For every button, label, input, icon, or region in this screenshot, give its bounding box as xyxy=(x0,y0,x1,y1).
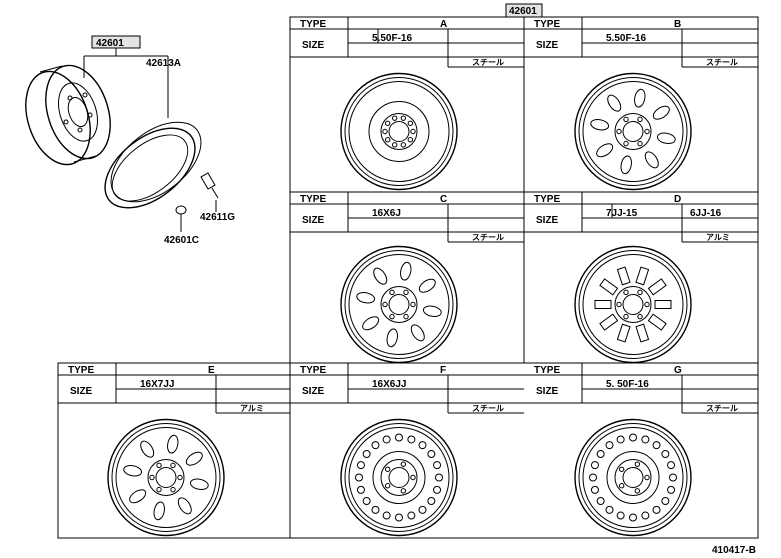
size-value: 16X7JJ xyxy=(140,379,174,390)
part-number-wheel: 42601 xyxy=(96,38,124,49)
type-header-label: TYPE xyxy=(534,365,560,376)
type-letter: G xyxy=(674,365,682,376)
type-cell-d: TYPE SIZE D 7JJ-15 6JJ-16 アルミ xyxy=(524,192,758,364)
title-part-number: 42601 xyxy=(509,6,537,17)
size-value: 7JJ-15 xyxy=(606,208,638,219)
part-number-cap: 42601C xyxy=(164,235,199,246)
type-header-label: TYPE xyxy=(300,19,326,30)
wheel-drawing-b xyxy=(574,72,692,191)
size-value: 5.50F-16 xyxy=(606,33,646,44)
wheel-drawing-e xyxy=(107,418,225,537)
type-cell-c: TYPE SIZE C 16X6J スチール xyxy=(290,192,524,364)
size-header-label: SIZE xyxy=(302,40,325,51)
material-label: スチール xyxy=(706,404,738,413)
type-header-label: TYPE xyxy=(68,365,94,376)
wheel-drawing-a xyxy=(340,72,458,191)
size-header-label: SIZE xyxy=(70,386,93,397)
diagram-id: 410417-B xyxy=(712,545,756,556)
exploded-view: 42601 42613A 42611G xyxy=(25,35,235,246)
valve-stem-illustration xyxy=(200,172,219,212)
valve-cap-illustration xyxy=(175,205,187,232)
material-label: アルミ xyxy=(240,404,264,413)
wheel-drawing-c xyxy=(340,245,458,364)
type-header-label: TYPE xyxy=(534,194,560,205)
size-header-label: SIZE xyxy=(536,215,559,226)
wheel-drawing-d xyxy=(574,245,692,364)
size-header-label: SIZE xyxy=(536,386,559,397)
size-header-label: SIZE xyxy=(302,215,325,226)
part-number-valve: 42611G xyxy=(200,212,235,223)
material-label: スチール xyxy=(706,58,738,67)
type-letter: A xyxy=(440,19,447,30)
size-header-label: SIZE xyxy=(302,386,325,397)
material-label: スチール xyxy=(472,233,504,242)
type-header-label: TYPE xyxy=(534,19,560,30)
wheel-drawing-g xyxy=(574,418,692,537)
type-letter: B xyxy=(674,19,681,30)
tire-illustration xyxy=(104,121,202,209)
part-number-tire: 42613A xyxy=(146,58,181,69)
material-label: スチール xyxy=(472,58,504,67)
size-value: 16X6J xyxy=(372,208,401,219)
type-letter: C xyxy=(440,194,447,205)
size-value-2: 6JJ-16 xyxy=(690,208,722,219)
wheel-illustration xyxy=(25,64,111,166)
type-letter: E xyxy=(208,365,215,376)
type-table-grid xyxy=(57,16,759,539)
size-value: 5.50F-16 xyxy=(372,33,412,44)
type-cell-a: TYPE SIZE A 5.50F-16 スチール xyxy=(290,17,524,191)
size-value: 5. 50F-16 xyxy=(606,379,649,390)
type-header-label: TYPE xyxy=(300,194,326,205)
type-cell-e: TYPE SIZE E 16X7JJ アルミ xyxy=(58,363,290,537)
type-letter: F xyxy=(440,365,446,376)
material-label: アルミ xyxy=(706,233,730,242)
type-letter: D xyxy=(674,194,681,205)
wheel-drawing-f xyxy=(340,418,458,537)
material-label: スチール xyxy=(472,404,504,413)
type-cell-f: TYPE SIZE F 16X6JJ スチール xyxy=(290,363,524,537)
size-header-label: SIZE xyxy=(536,40,559,51)
type-header-label: TYPE xyxy=(300,365,326,376)
size-value: 16X6JJ xyxy=(372,379,406,390)
type-cell-g: TYPE SIZE G 5. 50F-16 スチール xyxy=(524,363,758,537)
type-cell-b: TYPE SIZE B 5.50F-16 スチール xyxy=(524,17,758,191)
